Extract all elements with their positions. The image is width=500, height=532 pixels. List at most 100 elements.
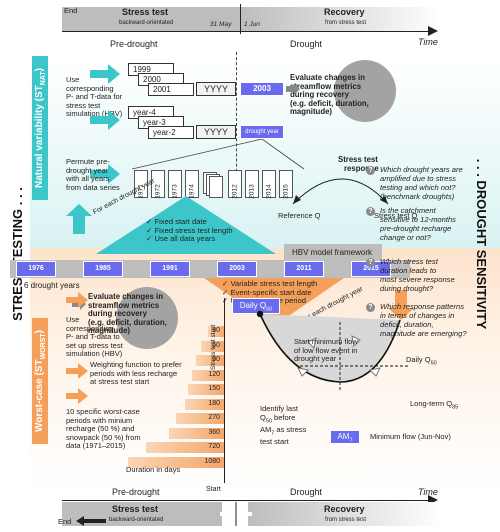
timeline-bottom: End Stress test backward-orientated Reco…	[58, 495, 442, 530]
top-dashed-line	[236, 52, 237, 192]
six-drought-years: 6 drought years	[24, 281, 80, 290]
worst-use-text: Use corresponding P- and T-data to set u…	[66, 315, 123, 359]
timeline-bottom-backward: backward-orientated	[109, 517, 164, 523]
tall-year-2015: 2015	[279, 170, 293, 199]
teal-arrow-3	[90, 164, 120, 184]
timeline-bottom-time: Time	[418, 487, 438, 497]
drought-year-2011: 2011	[284, 261, 324, 277]
teal-arrow-1	[90, 64, 120, 84]
question-icon-2: ?	[366, 207, 375, 216]
timeline-bottom-recovery-label: Recovery	[324, 504, 365, 514]
orange-arrow-2	[66, 363, 88, 379]
timeline-top-jun1: 1 Jun	[244, 21, 260, 28]
natural-use-text: Use corresponding P- and T-data for stre…	[66, 75, 123, 119]
am7-box: AM7	[330, 430, 360, 444]
timeline-top-stress	[62, 7, 240, 31]
side-natural-bar	[32, 56, 48, 200]
question-icon-3: ?	[366, 258, 375, 267]
stress-test-q: Stress test Q	[374, 211, 418, 220]
duration-bar	[176, 413, 224, 424]
fixed-checklist: ✓ Fixed start date ✓ Fixed stress test l…	[146, 217, 233, 244]
drought-year-1991: 1991	[150, 261, 190, 277]
weighting-text: Weighting function to prefer periods wit…	[90, 360, 182, 387]
timeline-top-recovery-label: Recovery	[324, 7, 365, 17]
drought-top: Drought	[290, 39, 323, 49]
duration-bar-label: 90	[212, 356, 220, 363]
teal-arrow-2	[90, 110, 120, 130]
natural-evaluate-circle	[334, 60, 396, 122]
duration-bar	[201, 340, 224, 352]
duration-bar-label: 60	[212, 341, 220, 349]
timeline-top-end: End	[64, 6, 78, 15]
duration-bar	[208, 326, 224, 337]
identify-text: Identify last Q50 before AM7 as stress t…	[260, 404, 307, 446]
paper-2001: 2001	[148, 83, 194, 96]
pre-drought-top: Pre-drought	[110, 39, 158, 49]
duration-bar-label: 180	[208, 399, 220, 407]
long-term-q85: Long-term Q85	[410, 399, 459, 411]
start-min-text: Start minimum flow of low flow event in …	[294, 337, 358, 364]
timeline-bottom-end: End	[58, 517, 72, 526]
duration-bar-label: 720	[208, 443, 220, 450]
paper-year-2: year-2	[148, 126, 194, 139]
question-icon-1: ?	[366, 166, 375, 175]
side-worst-label: Worst-case (STWORST)	[34, 329, 47, 433]
hydrograph	[256, 310, 408, 390]
end-arrow	[76, 516, 106, 526]
timeline-bottom-from-stress: from stress test	[325, 517, 367, 523]
natural-evaluate-text: Evaluate changes in streamflow metrics d…	[290, 73, 369, 117]
timeline-top-time: Time	[418, 37, 438, 47]
timeline-bottom-start: Start	[206, 486, 221, 493]
duration-bar	[184, 398, 224, 410]
teal-up-arrow	[66, 204, 92, 234]
timeline-bottom-recovery	[248, 502, 442, 526]
drought-year-1985: 1985	[83, 261, 123, 277]
response-curve	[292, 178, 389, 205]
duration-bar	[192, 369, 224, 381]
duration-label: Duration in days	[126, 465, 181, 474]
stress-start-line	[224, 298, 225, 483]
hbv-framework-box	[284, 244, 382, 262]
tall-year-1974: 1974	[185, 170, 199, 199]
question-3: Which stress test duration leads to most…	[380, 257, 455, 293]
drought-year-2003: 2003	[217, 261, 257, 277]
tall-year-1971: 1971	[134, 170, 148, 199]
question-icon-4: ?	[366, 303, 375, 312]
tall-year-1972: 1972	[151, 170, 165, 199]
yyyy-box-2: YYYY	[196, 125, 236, 139]
hbv-label: HBV model framework	[292, 248, 373, 257]
yyyy-box-1: YYYY	[196, 82, 236, 96]
tall-stack	[203, 172, 223, 198]
pre-drought-bottom: Pre-drought	[112, 487, 160, 497]
timeline-top: End Stress test backward-orientated 31 M…	[62, 4, 442, 36]
timeline-top-axis	[62, 31, 430, 32]
worst-evaluate-text: Evaluate changes in streamflow metrics d…	[88, 292, 167, 336]
timeline-top-from-stress: from stress test	[325, 20, 367, 26]
duration-bar	[196, 355, 224, 366]
side-natural-label: Natural variability (STNAT)	[34, 67, 47, 189]
duration-bar-label: 30	[212, 327, 220, 334]
year-2003-box: 2003	[240, 82, 284, 96]
start-arrows	[220, 502, 252, 526]
duration-bar-label: 120	[208, 370, 220, 378]
duration-bar-label: 270	[208, 414, 220, 421]
timeline-top-recovery	[240, 7, 442, 31]
timeline-top-stress-label: Stress test	[122, 7, 169, 17]
duration-bar-label: 360	[208, 428, 220, 436]
ten-periods-text: 10 specific worst-case periods with mini…	[66, 407, 141, 451]
daily-q50-box: Daily Q50	[232, 298, 280, 314]
min-flow-label: Minimum flow (Jun-Nov)	[370, 432, 451, 441]
tall-year-1973: 1973	[168, 170, 182, 199]
fan-lines	[131, 139, 305, 170]
timeline-top-divider	[240, 4, 241, 34]
teal-triangle	[96, 196, 276, 254]
timeline-top-may31: 31 May	[210, 21, 232, 28]
stress-response-text: Stress test response	[338, 155, 379, 173]
drought-sensitivity-label: . . . DROUGHT SENSITIVITY	[474, 158, 489, 330]
timeline-bottom-axis	[62, 500, 430, 501]
duration-bar	[168, 427, 224, 439]
timeline-bottom-stress-label: Stress test	[112, 504, 159, 514]
evaluate-arrow-natural	[286, 83, 300, 95]
timeline-top-arrow	[428, 26, 438, 36]
natural-permute-text: Permute pre- drought year with all years…	[66, 157, 120, 192]
